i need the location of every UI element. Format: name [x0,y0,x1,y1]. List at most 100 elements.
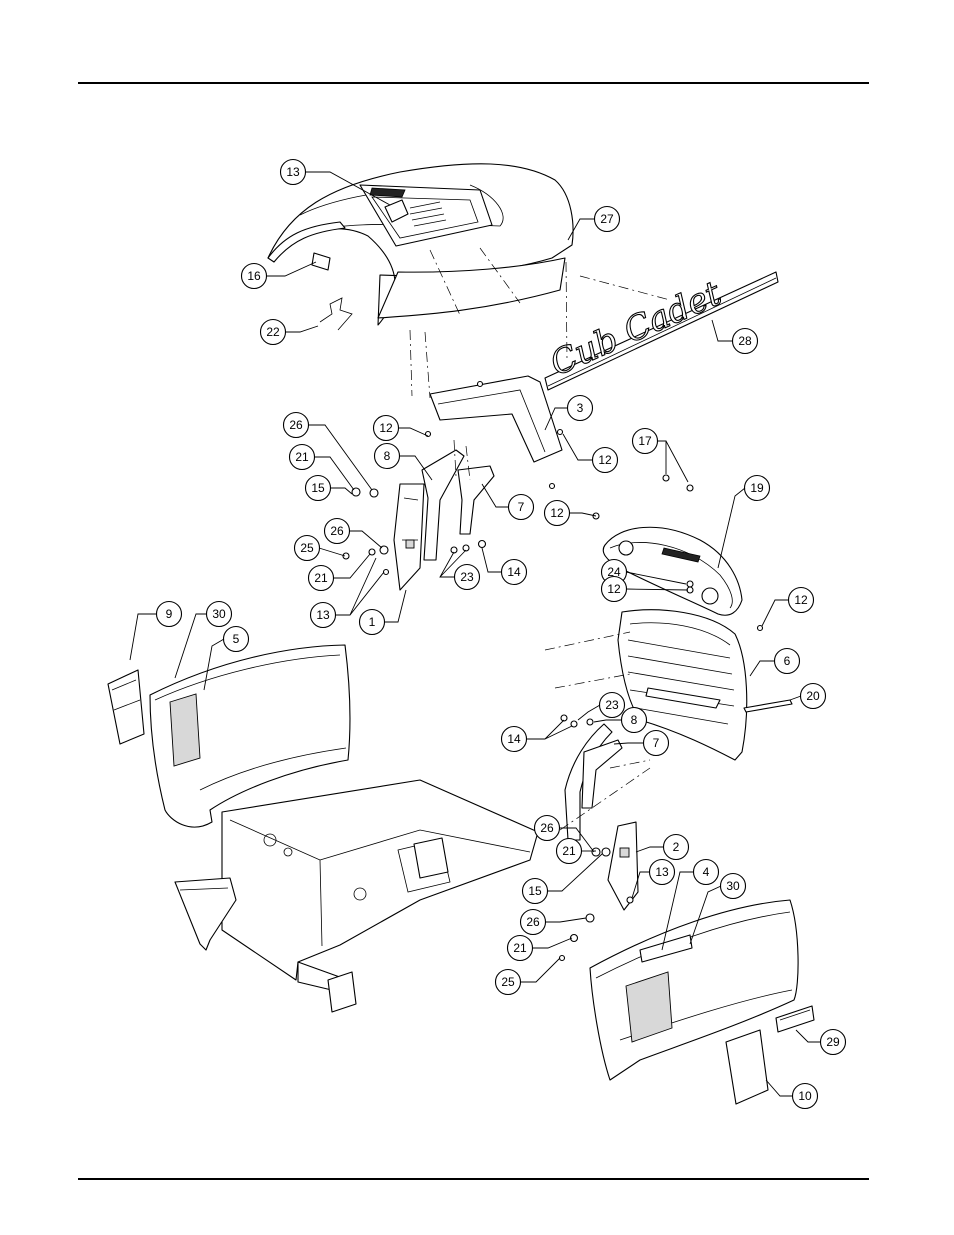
callout-label: 28 [738,334,752,348]
callout-26: 26 [325,519,350,544]
callout-label: 4 [703,865,710,879]
callout-label: 10 [798,1089,812,1103]
callout-21: 21 [290,445,315,470]
callout-8: 8 [375,444,400,469]
callout-29: 29 [821,1030,846,1055]
callout-3: 3 [568,396,593,421]
callout-15: 15 [306,476,331,501]
callout-1: 1 [360,610,385,635]
callout-22: 22 [261,320,286,345]
callout-label: 14 [507,732,521,746]
callout-12: 12 [545,501,570,526]
callout-2: 2 [664,835,689,860]
callout-label: 13 [316,608,330,622]
callout-label: 30 [212,607,226,621]
callout-9: 9 [157,602,182,627]
callout-14: 14 [502,560,527,585]
callout-label: 21 [314,571,328,585]
callout-label: 26 [289,418,303,432]
callout-13: 13 [281,160,306,185]
callout-12: 12 [374,416,399,441]
callout-label: 6 [784,654,791,668]
callout-label: 23 [460,570,474,584]
left-hood-bracket [394,484,424,590]
callout-label: 17 [638,434,652,448]
callout-12: 12 [602,577,627,602]
callout-5: 5 [224,627,249,652]
callout-label: 25 [501,975,515,989]
callout-23: 23 [600,693,625,718]
callout-7: 7 [509,495,534,520]
hood-top [268,164,573,325]
callout-label: 20 [806,689,820,703]
callout-27: 27 [595,207,620,232]
callout-label: 29 [826,1035,840,1049]
right-side-panel [590,900,798,1080]
callout-7: 7 [644,731,669,756]
callout-label: 12 [379,421,393,435]
callout-label: 13 [655,865,669,879]
logo-brand: Cub Cadet [544,273,727,384]
callout-label: 7 [518,500,525,514]
tractor-frame [175,780,538,1012]
callout-label: 23 [605,698,619,712]
left-link-arm-7 [458,466,494,534]
callout-label: 9 [166,607,173,621]
callout-label: 27 [600,212,614,226]
hood-bumper [312,253,330,270]
callout-label: 14 [507,565,521,579]
callout-label: 12 [598,453,612,467]
callout-16: 16 [242,264,267,289]
callout-15: 15 [523,879,548,904]
callout-label: 25 [300,541,314,555]
callout-label: 8 [384,449,391,463]
callout-label: 22 [266,325,280,339]
callout-label: 21 [513,941,527,955]
callout-label: 2 [673,840,680,854]
callout-17: 17 [633,429,658,454]
callout-label: 16 [247,269,261,283]
callout-label: 26 [526,915,540,929]
callout-label: 21 [295,450,309,464]
callout-label: 21 [562,844,576,858]
grille [618,610,747,760]
callout-26: 26 [521,910,546,935]
callout-12: 12 [789,588,814,613]
callout-25: 25 [496,970,521,995]
callout-19: 19 [745,476,770,501]
callout-label: 8 [631,713,638,727]
callout-label: 13 [286,165,300,179]
callout-label: 12 [550,506,564,520]
callout-8: 8 [622,708,647,733]
right-side-cover [726,1030,768,1104]
callout-10: 10 [793,1084,818,1109]
callout-13: 13 [650,860,675,885]
callout-30: 30 [207,602,232,627]
callout-label: 5 [233,632,240,646]
callout-21: 21 [309,566,334,591]
callout-label: 12 [794,593,808,607]
callout-12: 12 [593,448,618,473]
left-link-arm-8 [422,450,464,560]
callout-26: 26 [535,816,560,841]
callout-13: 13 [311,603,336,628]
left-side-cover [108,670,144,744]
callout-25: 25 [295,536,320,561]
right-link-arm-7 [582,740,622,808]
latch-spring [320,298,352,330]
callout-label: 15 [528,884,542,898]
callout-28: 28 [733,329,758,354]
callout-label: 12 [607,582,621,596]
callout-4: 4 [694,860,719,885]
callout-label: 26 [540,821,554,835]
callout-23: 23 [455,565,480,590]
callout-label: 19 [750,481,764,495]
callout-label: 3 [577,401,584,415]
right-hood-bracket [608,822,638,910]
callout-label: 15 [311,481,325,495]
callout-21: 21 [508,936,533,961]
callout-30: 30 [721,874,746,899]
model-decal [776,1006,814,1032]
callout-label: 30 [726,879,740,893]
